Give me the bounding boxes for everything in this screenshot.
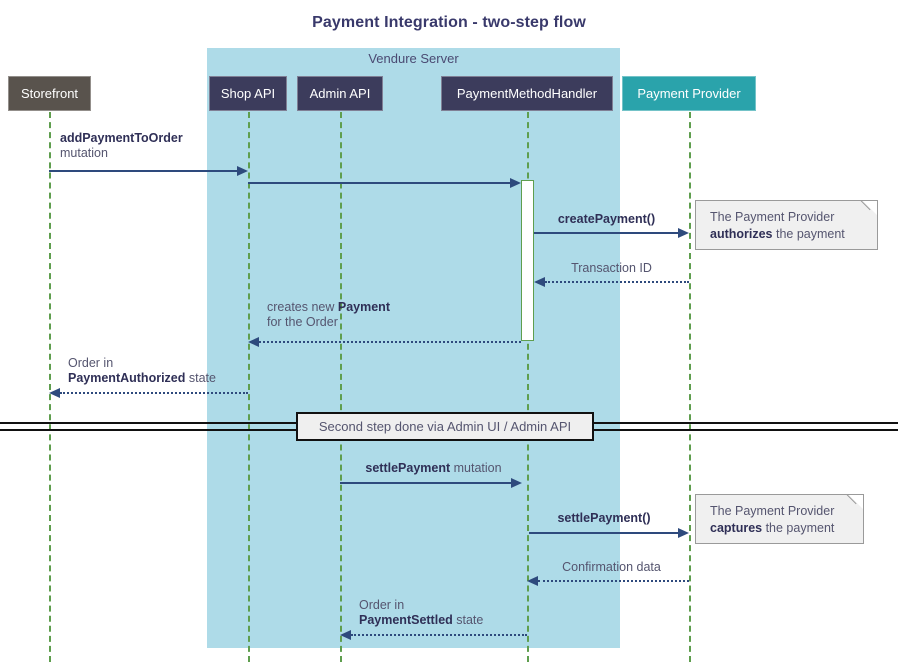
message-label-add-payment-to-order: addPaymentToOrder mutation: [60, 131, 260, 161]
arrowhead-order-payment-authorized: [49, 388, 60, 398]
group-box-vendure-server: [207, 48, 620, 648]
divider-label: Second step done via Admin UI / Admin AP…: [318, 419, 572, 434]
message-arrow-confirmation-data: [538, 580, 689, 582]
arrowhead-settle-payment-call: [678, 528, 689, 538]
note-line-2-rest: the payment: [772, 227, 845, 241]
lifeline-storefront: [49, 112, 51, 662]
participant-label-admin-api: Admin API: [309, 86, 371, 101]
message-label-line2-rest: state: [185, 371, 216, 385]
message-label-order-payment-authorized: Order in PaymentAuthorized state: [68, 356, 328, 386]
arrowhead-add-payment-to-order: [237, 166, 248, 176]
group-label: Vendure Server: [368, 51, 459, 66]
message-label-create-payment: createPayment(): [534, 212, 679, 227]
arrowhead-shop-api-to-handler: [510, 178, 521, 188]
participant-label-shop-api: Shop API: [220, 86, 276, 101]
note-fold-edge-icon: [843, 495, 863, 515]
message-label-bold: addPaymentToOrder: [60, 131, 183, 145]
message-label-line2-bold: PaymentSettled: [359, 613, 453, 627]
note-line-1: The Payment Provider: [710, 504, 835, 518]
note-line-2-bold: captures: [710, 521, 763, 535]
participant-payment-method-handler[interactable]: PaymentMethodHandler: [441, 76, 613, 111]
message-arrow-add-payment-to-order: [49, 170, 237, 172]
message-label-bold: settlePayment: [365, 461, 451, 475]
activation-bar-payment-method-handler: [521, 180, 534, 341]
message-label-order-payment-settled: Order in PaymentSettled state: [359, 598, 599, 628]
arrowhead-confirmation-data: [527, 576, 538, 586]
participant-admin-api[interactable]: Admin API: [297, 76, 383, 111]
message-label-bold: createPayment(): [557, 212, 656, 226]
arrowhead-settle-payment-mutation: [511, 478, 522, 488]
message-arrow-shop-api-to-handler: [248, 182, 510, 184]
message-label-line1-bold: Payment: [337, 300, 390, 314]
message-label-bold: settlePayment(): [557, 511, 651, 525]
note-authorizes: The Payment Provider authorizes the paym…: [695, 200, 878, 250]
message-label-creates-new-payment: creates new Payment for the Order: [267, 300, 547, 330]
arrowhead-create-payment: [678, 228, 689, 238]
participant-shop-api[interactable]: Shop API: [209, 76, 287, 111]
message-label-settle-payment-mutation: settlePayment mutation: [340, 461, 527, 476]
message-arrow-transaction-id: [545, 281, 689, 283]
participant-label-storefront: Storefront: [20, 86, 79, 101]
note-fold-edge-icon: [857, 201, 877, 221]
message-label-rest: Confirmation data: [562, 560, 661, 574]
lifeline-payment-provider: [689, 112, 691, 662]
message-label-line2-bold: PaymentAuthorized: [68, 371, 186, 385]
message-label-line1: Order in: [68, 356, 114, 370]
message-label-line1: Order in: [359, 598, 405, 612]
note-line-2-rest: the payment: [762, 521, 835, 535]
arrowhead-order-payment-settled: [340, 630, 351, 640]
participant-storefront[interactable]: Storefront: [8, 76, 91, 111]
lifeline-shop-api: [248, 112, 250, 662]
note-captures: The Payment Provider captures the paymen…: [695, 494, 864, 544]
participant-payment-provider[interactable]: Payment Provider: [622, 76, 756, 111]
lifeline-admin-api: [340, 112, 342, 662]
message-arrow-order-payment-settled: [351, 634, 527, 636]
message-label-line2: for the Order: [267, 315, 338, 329]
lifeline-payment-method-handler: [527, 112, 529, 662]
message-label-line2-rest: state: [452, 613, 484, 627]
message-arrow-settle-payment-mutation: [340, 482, 511, 484]
message-label-rest: Transaction ID: [571, 261, 652, 275]
message-arrow-settle-payment-call: [529, 532, 678, 534]
participant-label-payment-method-handler: PaymentMethodHandler: [456, 86, 598, 101]
note-line-2-bold: authorizes: [710, 227, 773, 241]
message-label-transaction-id: Transaction ID: [534, 261, 689, 276]
message-label-rest: mutation: [450, 461, 502, 475]
message-label-rest: mutation: [60, 146, 108, 160]
divider-box: Second step done via Admin UI / Admin AP…: [296, 412, 594, 441]
participant-label-payment-provider: Payment Provider: [637, 86, 741, 101]
message-arrow-create-payment: [534, 232, 678, 234]
message-arrow-creates-new-payment: [259, 341, 521, 343]
message-label-line1-rest: creates new: [267, 300, 338, 314]
message-arrow-order-payment-authorized: [60, 392, 248, 394]
arrowhead-transaction-id: [534, 277, 545, 287]
note-line-1: The Payment Provider: [710, 210, 835, 224]
arrowhead-creates-new-payment: [248, 337, 259, 347]
message-label-confirmation-data: Confirmation data: [534, 560, 689, 575]
message-label-settle-payment-call: settlePayment(): [529, 511, 679, 526]
page-title: Payment Integration - two-step flow: [312, 14, 586, 31]
